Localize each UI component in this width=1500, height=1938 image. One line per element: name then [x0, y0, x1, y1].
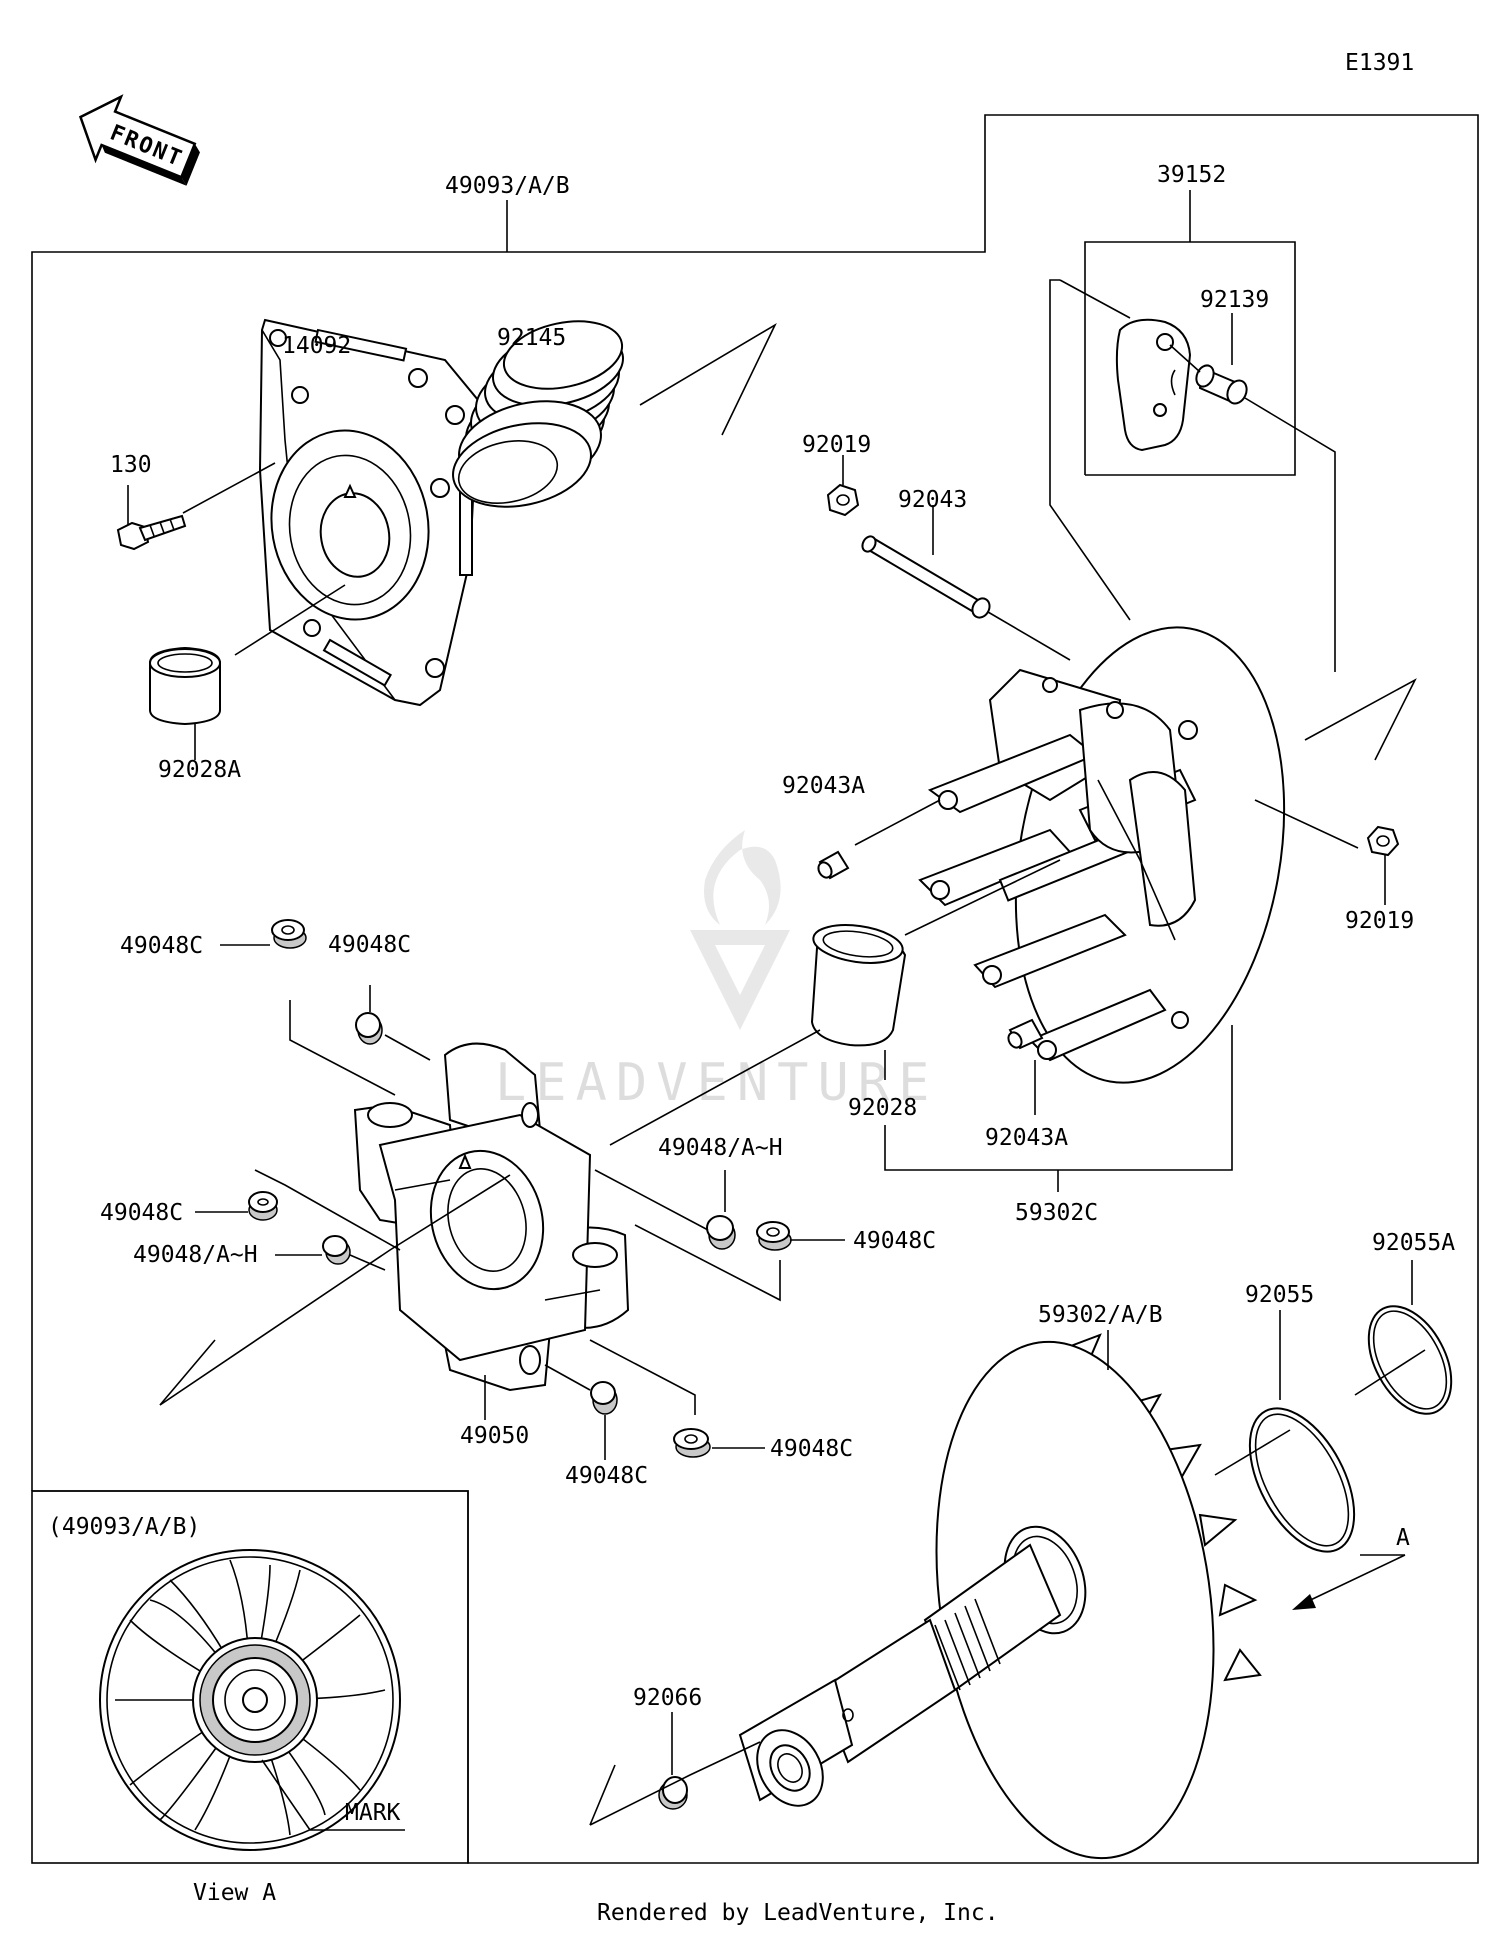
- cap-49048C-1: [271, 919, 307, 949]
- arrow-a-label: A: [1396, 1525, 1410, 1551]
- diagram-code: E1391: [1345, 50, 1414, 76]
- callout-49048C-4: 49048C: [853, 1228, 936, 1254]
- nut-92019-right: [1366, 825, 1400, 905]
- watermark-text: LEADVENTURE: [495, 1053, 938, 1113]
- spider-49050: [353, 1042, 630, 1392]
- shaft-92043: [861, 505, 991, 619]
- callout-49048C-5: 49048C: [565, 1463, 648, 1489]
- plug-92066: [658, 1776, 688, 1810]
- callout-49048C-1: 49048C: [120, 933, 203, 959]
- callout-92055: 92055: [1245, 1282, 1314, 1308]
- callout-92043A-left: 92043A: [782, 773, 865, 799]
- cover-plate-14092: [258, 318, 480, 707]
- mark-label: MARK: [345, 1800, 401, 1826]
- callout-59302C: 59302C: [1015, 1200, 1098, 1226]
- callout-49048AH-1: 49048/A~H: [658, 1135, 783, 1161]
- bolt-130: [116, 485, 187, 551]
- weight-39152: [1115, 318, 1192, 452]
- callout-92019-right: 92019: [1345, 908, 1414, 934]
- view-a-caption: View A: [193, 1880, 276, 1906]
- callout-49048C-6: 49048C: [770, 1436, 853, 1462]
- fixed-sheave-59302AB: [738, 1333, 1262, 1860]
- cap-49048AH-1: [706, 1215, 736, 1250]
- sleeve-92043A-left: [817, 799, 941, 880]
- callout-14092: 14092: [282, 333, 351, 359]
- spring-92145: [452, 320, 624, 508]
- callout-92019-top: 92019: [802, 432, 871, 458]
- callout-92055A: 92055A: [1372, 1230, 1455, 1256]
- view-a-drawing: [99, 1549, 405, 1851]
- pin-92139: [1195, 364, 1248, 405]
- cap-49048AH-2: [322, 1235, 351, 1265]
- view-a-box: [31, 1490, 469, 1864]
- arrow-a-icon: [1292, 1594, 1316, 1610]
- cap-49048C-3: [248, 1191, 278, 1221]
- callout-49048C-2: 49048C: [328, 932, 411, 958]
- sleeve-92043A-right: [1007, 1018, 1044, 1115]
- callout-92043A-right: 92043A: [985, 1125, 1068, 1151]
- callout-59302AB: 59302/A/B: [1038, 1302, 1163, 1328]
- cap-49048C-6: [673, 1428, 711, 1458]
- nut-92019-top: [826, 455, 860, 517]
- watermark: LEADVENTURE: [495, 830, 938, 1113]
- callout-49048AH-2: 49048/A~H: [133, 1242, 258, 1268]
- movable-sheave-59302C: [918, 626, 1286, 1084]
- callout-92028: 92028: [848, 1095, 917, 1121]
- bushing-92028: [810, 924, 907, 1047]
- callout-130: 130: [110, 452, 152, 478]
- callout-92139: 92139: [1200, 287, 1269, 313]
- callout-49048C-3: 49048C: [100, 1200, 183, 1226]
- cap-49048C-5: [590, 1381, 618, 1415]
- callout-92145: 92145: [497, 325, 566, 351]
- callout-49093: 49093/A/B: [445, 173, 570, 199]
- bushing-92028A: [149, 646, 221, 760]
- view-a-title: (49093/A/B): [48, 1514, 200, 1540]
- front-arrow-icon: FRONT: [78, 94, 200, 186]
- callout-92066: 92066: [633, 1685, 702, 1711]
- cap-49048C-2: [355, 1012, 383, 1045]
- callout-92043: 92043: [898, 487, 967, 513]
- callout-39152: 39152: [1157, 162, 1226, 188]
- footer-credit: Rendered by LeadVenture, Inc.: [597, 1900, 999, 1926]
- o-ring-92055: [1248, 1407, 1356, 1553]
- cap-49048C-4: [756, 1221, 792, 1251]
- callout-49050: 49050: [460, 1423, 529, 1449]
- callout-92028A: 92028A: [158, 757, 241, 783]
